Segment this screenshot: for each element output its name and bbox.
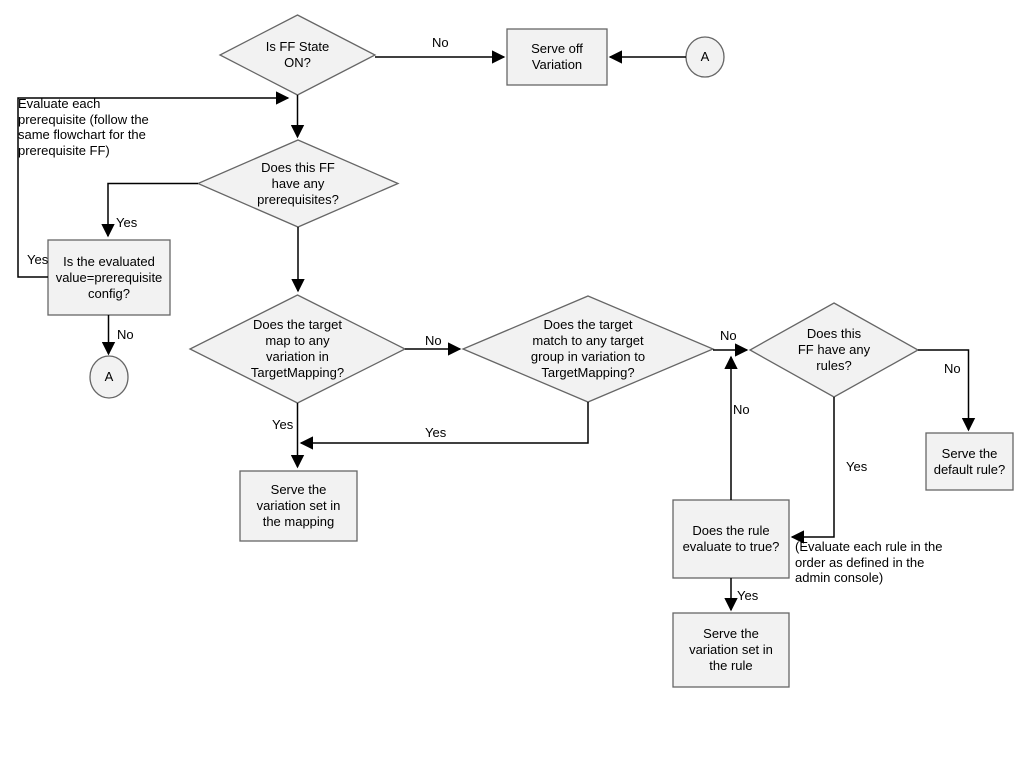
connector-a-top-label: A	[700, 49, 710, 64]
edge-label-ff-state-no: No	[432, 35, 449, 50]
process-serve-off-shape	[506, 28, 608, 86]
edge-label-target-map-yes: Yes	[272, 417, 294, 432]
edge-label-has-rules-yes: Yes	[846, 459, 868, 474]
decision-has-prereqs-label: Does this FF have any prerequisites?	[257, 159, 339, 207]
edge-has-rules-no	[918, 349, 976, 432]
process-serve-rule-label: Serve the variation set in the rule	[689, 626, 773, 673]
edge-prereq-return-yes	[17, 91, 290, 278]
process-serve-mapping-label: Serve the variation set in the mapping	[256, 482, 341, 529]
decision-target-map-label: Does the target map to any variation in …	[250, 317, 345, 380]
decision-has-rules-label: Does this FF have any rules?	[797, 326, 871, 373]
process-evaluated-value-shape	[47, 239, 171, 316]
edge-has-prereqs-yes	[101, 182, 198, 238]
rule-order-note: (Evaluate each rule in the order as defi…	[795, 539, 943, 585]
edge-label-target-match-no: No	[720, 328, 737, 343]
process-serve-rule-shape	[672, 612, 790, 688]
edge-label-prereq-return-yes: Yes	[27, 252, 49, 267]
decision-ff-state-label: Is FF State ON?	[265, 39, 330, 70]
process-serve-mapping-shape	[239, 470, 358, 542]
edge-label-rule-evaluate-no: No	[733, 402, 750, 417]
process-rule-evaluate-label: Does the rule evaluate to true?	[682, 523, 780, 554]
process-serve-default-label: Serve the default rule?	[933, 445, 1006, 477]
edge-label-has-prereqs-yes: Yes	[116, 215, 138, 230]
prerequisite-note: Evaluate each prerequisite (follow the s…	[18, 96, 149, 158]
edge-label-has-rules-no: No	[944, 361, 961, 376]
edge-target-match-yes	[299, 402, 589, 450]
connector-a-bottom-shape	[89, 355, 129, 399]
decision-target-match-label: Does the target match to any target grou…	[530, 317, 646, 380]
edge-label-rule-evaluate-yes: Yes	[737, 588, 759, 603]
process-evaluated-value-label: Is the evaluated value=prerequisite conf…	[55, 253, 163, 301]
edge-label-evaluated-no: No	[117, 327, 134, 342]
edge-has-rules-yes	[790, 397, 835, 544]
process-serve-default-shape	[925, 432, 1014, 491]
edge-label-target-map-no: No	[425, 333, 442, 348]
process-serve-off-label: Serve off Variation	[531, 41, 583, 72]
edge-label-target-match-yes: Yes	[425, 425, 447, 440]
connector-a-bottom-label: A	[104, 369, 114, 384]
